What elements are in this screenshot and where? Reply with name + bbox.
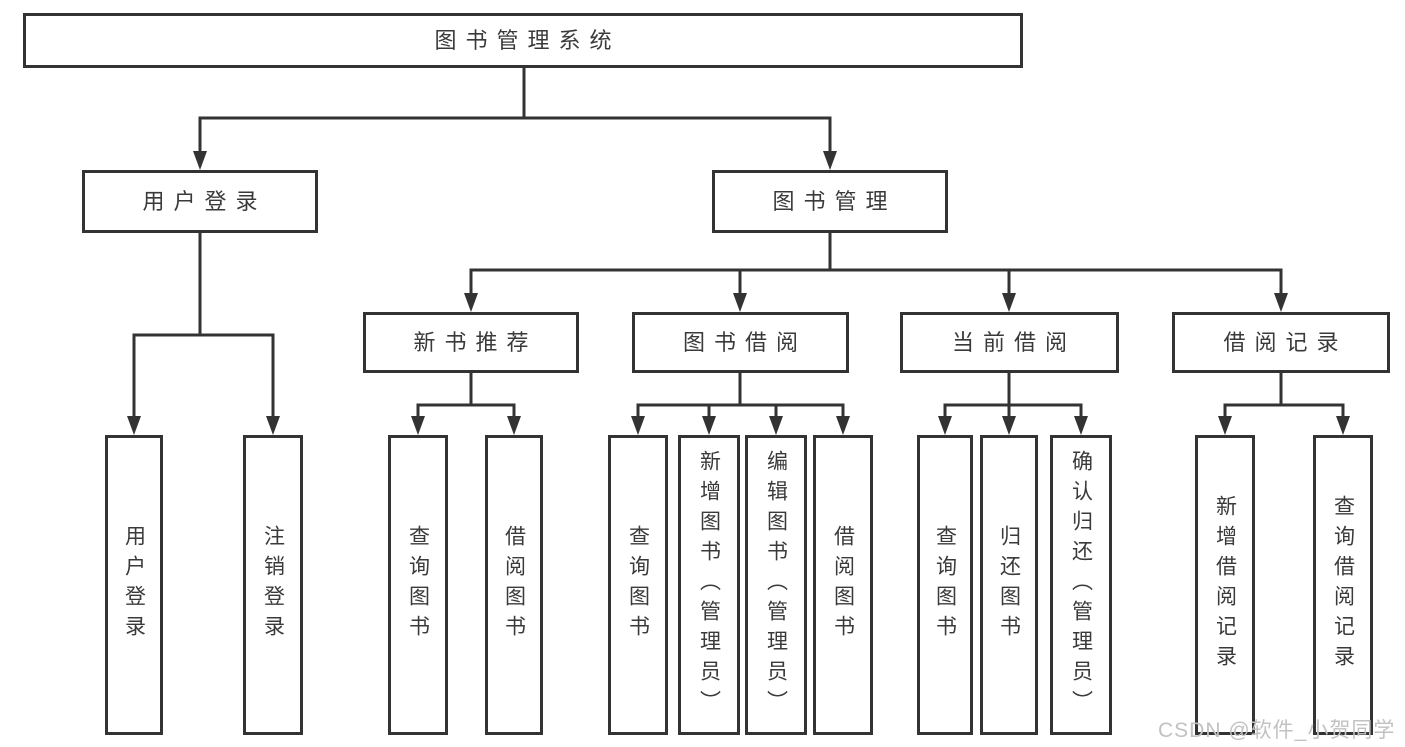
node-label: 用户登录 (142, 188, 267, 214)
node-label: 查询图书 (406, 525, 430, 645)
node-label: 用户登录 (122, 525, 146, 645)
node-label: 新书推荐 (413, 329, 538, 355)
node-label: 新增图书（管理员） (697, 450, 721, 720)
node-current-borrowing: 当前借阅 (900, 312, 1119, 373)
arrowhead-icon (938, 416, 952, 435)
node-label: 图书管理 (772, 188, 897, 214)
arrowhead-icon (1274, 293, 1288, 312)
arrowhead-icon (823, 151, 837, 170)
arrowhead-icon (1002, 293, 1016, 312)
arrowhead-icon (733, 293, 747, 312)
node-label: 归还图书 (997, 525, 1021, 645)
node-label: 图书借阅 (682, 329, 807, 355)
node-label: 当前借阅 (951, 329, 1076, 355)
arrowhead-icon (266, 416, 280, 435)
node-label: 注销登录 (261, 525, 285, 645)
node-book-borrowing: 图书借阅 (632, 312, 849, 373)
connector-arrowheads (127, 151, 1350, 435)
node-current-query-books: 查询图书 (917, 435, 973, 735)
node-library-system: 图书管理系统 (23, 13, 1023, 68)
node-login: 用户登录 (105, 435, 163, 735)
node-label: 查询借阅记录 (1331, 495, 1355, 675)
node-label: 查询图书 (933, 525, 957, 645)
arrowhead-icon (193, 151, 207, 170)
node-logout: 注销登录 (243, 435, 303, 735)
node-user-login: 用户登录 (82, 170, 318, 233)
node-label: 新增借阅记录 (1213, 495, 1237, 675)
node-label: 图书管理系统 (434, 27, 621, 53)
node-records-query-record: 查询借阅记录 (1313, 435, 1373, 735)
arrowhead-icon (464, 293, 478, 312)
node-current-confirm-return-admin: 确认归还（管理员） (1050, 435, 1112, 735)
node-borrowing-borrow-books: 借阅图书 (813, 435, 873, 735)
arrowhead-icon (1002, 416, 1016, 435)
node-label: 查询图书 (626, 525, 650, 645)
node-book-management: 图书管理 (712, 170, 948, 233)
arrowhead-icon (1218, 416, 1232, 435)
node-recommend-borrow-books: 借阅图书 (485, 435, 543, 735)
arrowhead-icon (631, 416, 645, 435)
node-borrowing-records: 借阅记录 (1172, 312, 1390, 373)
node-current-return-books: 归还图书 (980, 435, 1038, 735)
node-label: 借阅记录 (1223, 329, 1348, 355)
arrowhead-icon (769, 416, 783, 435)
arrowhead-icon (836, 416, 850, 435)
arrowhead-icon (1336, 416, 1350, 435)
node-borrowing-add-books-admin: 新增图书（管理员） (678, 435, 740, 735)
node-records-add-record: 新增借阅记录 (1195, 435, 1255, 735)
arrowhead-icon (411, 416, 425, 435)
node-new-book-recommend: 新书推荐 (363, 312, 579, 373)
connector-lines (132, 68, 1345, 418)
node-label: 借阅图书 (831, 525, 855, 645)
node-recommend-query-books: 查询图书 (388, 435, 448, 735)
node-label: 编辑图书（管理员） (764, 450, 788, 720)
arrowhead-icon (1074, 416, 1088, 435)
node-label: 确认归还（管理员） (1069, 450, 1093, 720)
csdn-watermark: CSDN @软件_小贺同学 (1158, 719, 1396, 742)
node-label: 借阅图书 (502, 525, 526, 645)
node-borrowing-edit-books-admin: 编辑图书（管理员） (745, 435, 807, 735)
arrowhead-icon (507, 416, 521, 435)
node-borrowing-query-books: 查询图书 (608, 435, 668, 735)
arrowhead-icon (127, 416, 141, 435)
arrowhead-icon (702, 416, 716, 435)
